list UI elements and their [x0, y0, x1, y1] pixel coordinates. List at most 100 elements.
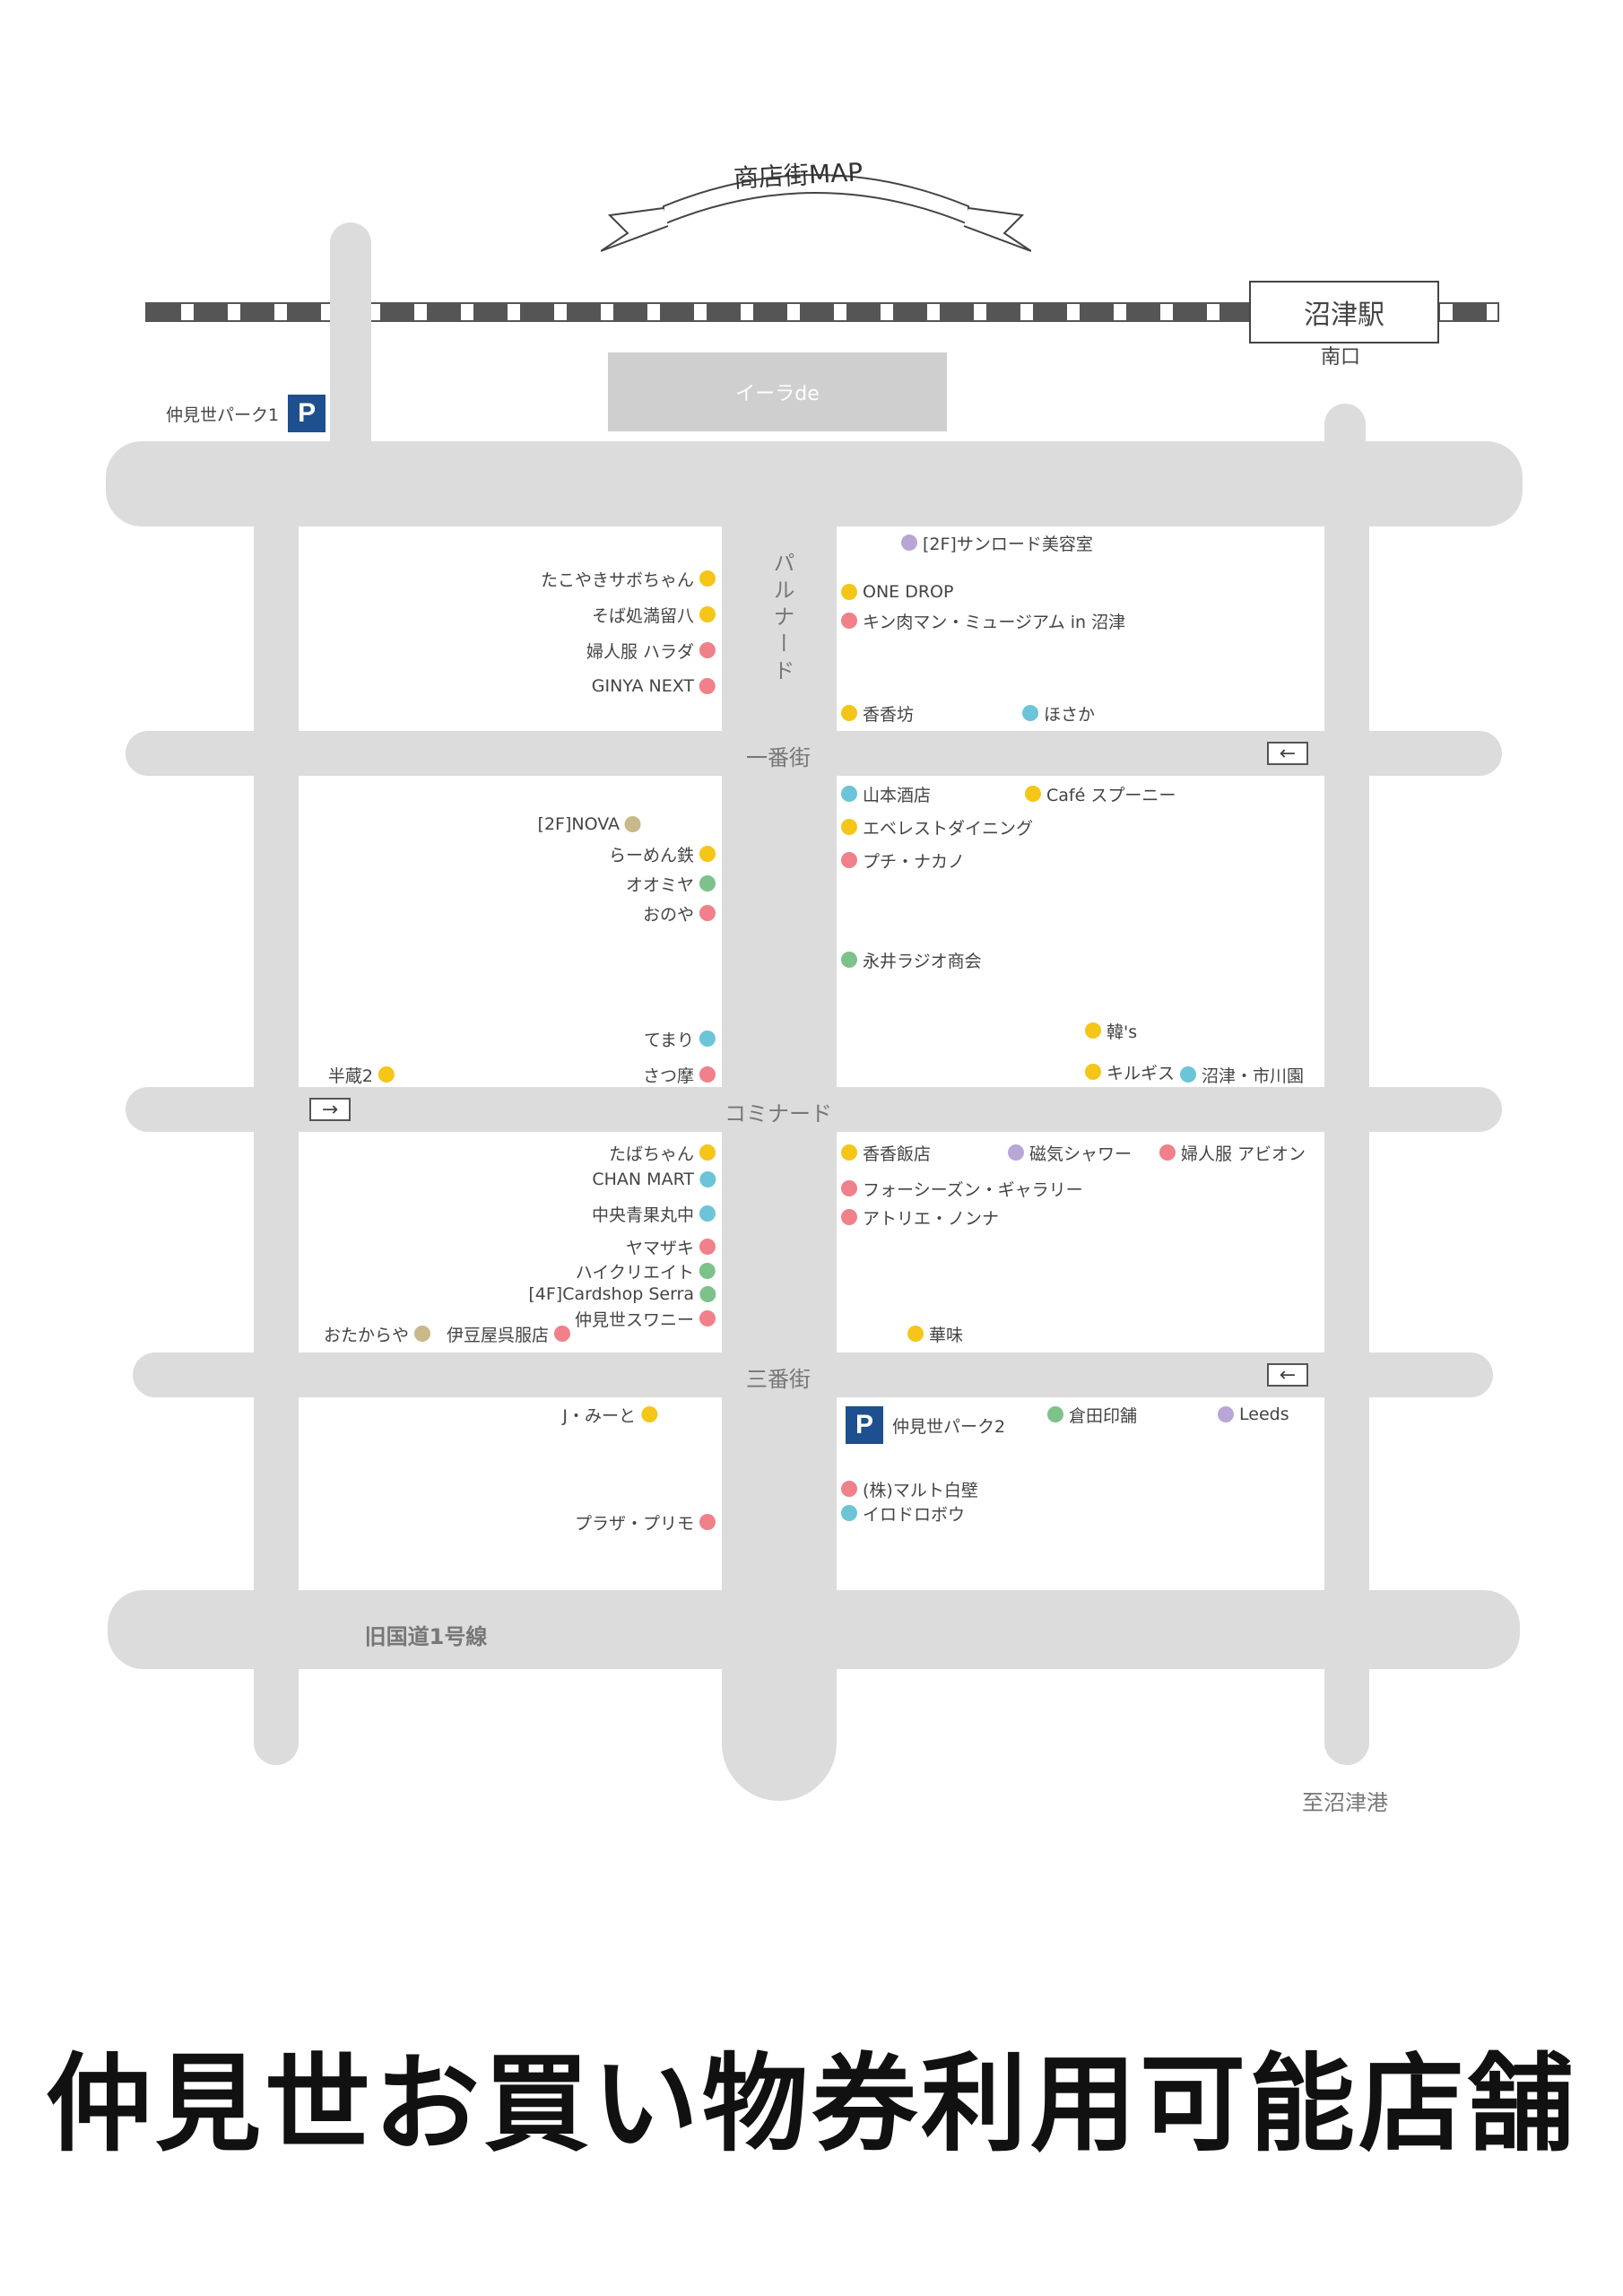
shop-dot: [1008, 1144, 1024, 1161]
shop-dot: [841, 613, 857, 629]
shop-dot: [1025, 786, 1041, 802]
parking-1: 仲見世パーク1 P: [166, 395, 326, 432]
shop-marker: CHAN MART: [592, 1169, 716, 1190]
shop-label: キン肉マン・ミュージアム in 沼津: [863, 612, 1126, 632]
shop-marker: 華味: [907, 1323, 964, 1345]
road-sanbangai: [133, 1352, 1493, 1397]
shop-label: ヤマザキ: [625, 1238, 694, 1258]
road-label-port: 至沼津港: [1302, 1790, 1388, 1815]
shop-label: エベレストダイニング: [863, 818, 1034, 839]
shop-marker: たばちゃん: [608, 1142, 716, 1164]
shop-marker: 磁気シャワー: [1008, 1142, 1132, 1164]
parking-icon: P: [288, 395, 326, 432]
shop-marker: キルギス: [1085, 1061, 1175, 1083]
shop-dot: [841, 1505, 857, 1521]
station-exit: 南口: [1321, 346, 1361, 369]
shop-marker: 仲見世スワニー: [574, 1308, 716, 1330]
building-eira: イーラde: [608, 352, 947, 431]
shop-marker: (株)マルト白壁: [841, 1478, 978, 1500]
road-kokudo: [108, 1590, 1520, 1669]
shop-label: 倉田印舗: [1069, 1405, 1138, 1426]
shop-label: 永井ラジオ商会: [863, 951, 982, 971]
shop-label: フォーシーズン・ギャラリー: [863, 1179, 1083, 1200]
shop-label: 華味: [929, 1325, 964, 1345]
shop-marker: 山本酒店: [841, 783, 931, 805]
shop-marker: [2F]NOVA: [538, 813, 641, 835]
shop-dot: [699, 846, 716, 862]
shop-label: (株)マルト白壁: [863, 1480, 978, 1500]
shop-marker: [2F]サンロード美容室: [901, 532, 1093, 554]
shop-marker: Leeds: [1218, 1404, 1289, 1425]
shop-dot: [1085, 1064, 1101, 1080]
railway: [145, 302, 1499, 322]
road-label-ichibangai: 一番街: [746, 745, 811, 770]
shop-marker: ほさか: [1022, 702, 1096, 725]
shop-label: Café スプーニー: [1046, 785, 1176, 805]
shop-dot: [378, 1066, 395, 1083]
shop-marker: プチ・ナカノ: [841, 849, 966, 872]
shop-marker: 沼津・市川園: [1180, 1064, 1304, 1086]
shop-dot: [699, 606, 716, 622]
shop-marker: プラザ・プリモ: [575, 1511, 716, 1534]
one-way-left-arrow-icon: ←: [1267, 742, 1308, 765]
shop-dot: [841, 786, 857, 802]
shop-label: ほさか: [1044, 704, 1096, 725]
shop-dot: [699, 1171, 716, 1187]
shop-marker: おたからや: [323, 1323, 430, 1345]
shop-dot: [699, 1031, 716, 1047]
shop-label: 仲見世スワニー: [574, 1309, 694, 1330]
shop-dot: [901, 535, 917, 551]
shop-marker: 半蔵2: [327, 1064, 395, 1086]
shop-dot: [699, 1205, 716, 1222]
shop-dot: [1180, 1066, 1196, 1083]
shop-dot: [1022, 705, 1038, 721]
shop-marker: 永井ラジオ商会: [841, 949, 982, 971]
shop-marker: J・みーと: [562, 1404, 657, 1426]
shop-label: てまり: [643, 1030, 694, 1050]
shop-label: [2F]NOVA: [537, 814, 620, 834]
parking-2: P 仲見世パーク2: [846, 1406, 1005, 1444]
shop-label: たばちゃん: [608, 1144, 694, 1164]
shop-dot: [841, 852, 857, 868]
shop-marker: ヤマザキ: [625, 1236, 716, 1258]
shop-label: 韓's: [1107, 1022, 1138, 1042]
shop-dot: [554, 1326, 570, 1342]
shop-label: プチ・ナカノ: [863, 851, 966, 872]
station-box: 沼津駅: [1249, 281, 1439, 344]
road-label-kokudo: 旧国道1号線: [364, 1624, 488, 1649]
shop-label: おたからや: [323, 1325, 409, 1345]
station-name: 沼津駅: [1304, 300, 1384, 331]
shop-label: GINYA NEXT: [591, 676, 694, 696]
shop-dot: [841, 1180, 857, 1196]
shop-dot: [699, 905, 716, 921]
shop-dot: [699, 1066, 716, 1083]
shopping-street-map: 商店街MAP 沼津駅 南口 イーラde 仲見世パーク1 P P 仲見世パーク2 …: [106, 157, 1523, 1815]
shop-marker: アトリエ・ノンナ: [841, 1206, 1000, 1229]
building-label: イーラde: [735, 383, 820, 405]
shop-label: 半蔵2: [327, 1065, 373, 1086]
shop-label: J・みーと: [562, 1405, 636, 1426]
shop-marker: てまり: [643, 1028, 716, 1050]
shop-label: [2F]サンロード美容室: [923, 534, 1093, 554]
shop-label: イロドロボウ: [863, 1504, 966, 1525]
shop-dot: [1218, 1406, 1234, 1422]
shop-marker: 韓's: [1085, 1020, 1138, 1042]
shop-marker: キン肉マン・ミュージアム in 沼津: [841, 610, 1126, 632]
shop-dot: [641, 1406, 657, 1422]
shop-label: [4F]Cardshop Serra: [528, 1284, 694, 1304]
shop-marker: 香香坊: [841, 702, 914, 725]
shop-marker: 倉田印舗: [1047, 1404, 1138, 1426]
shop-marker: さつ摩: [643, 1064, 716, 1086]
shop-dot: [699, 1144, 716, 1161]
parking-icon: P: [846, 1406, 883, 1444]
shop-dot: [699, 1286, 716, 1302]
shop-dot: [841, 1209, 857, 1225]
road-label-parunado: パルナード: [769, 552, 794, 686]
shop-marker: エベレストダイニング: [841, 816, 1034, 839]
shop-marker: 婦人服 アビオン: [1159, 1142, 1306, 1164]
shop-label: おのや: [642, 904, 694, 925]
shop-dot: [625, 816, 641, 832]
shop-label: らーめん鉄: [608, 845, 694, 865]
shop-dot: [1047, 1406, 1063, 1422]
shop-label: アトリエ・ノンナ: [863, 1208, 1000, 1229]
